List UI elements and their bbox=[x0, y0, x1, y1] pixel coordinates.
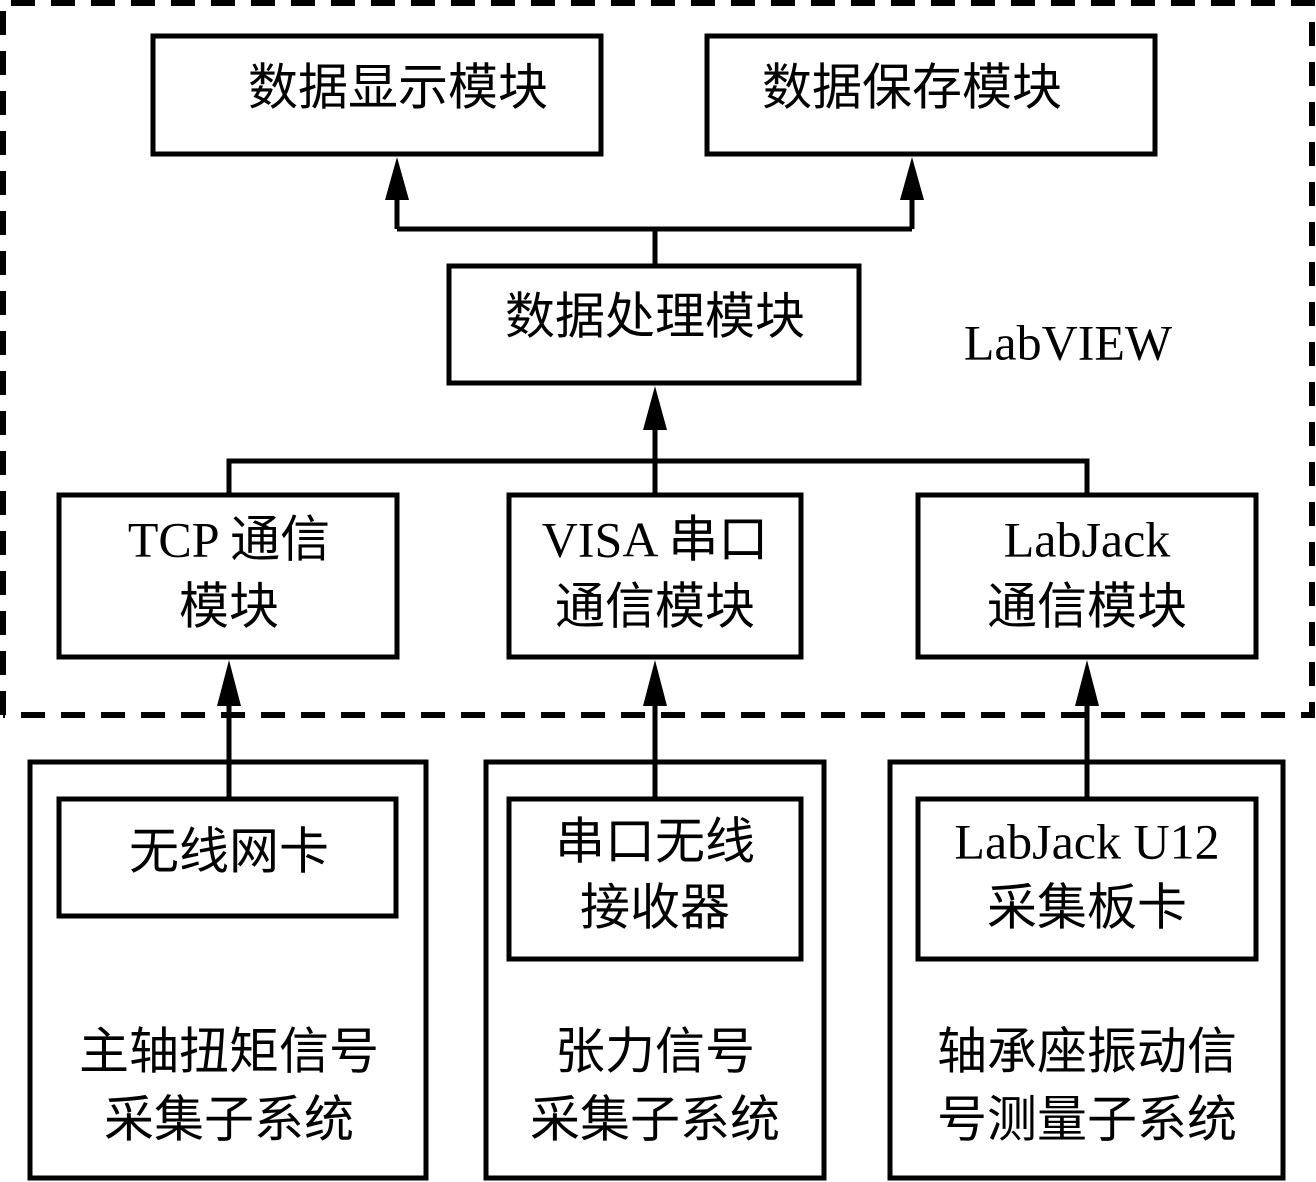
visa-module: VISA 串口 通信模块 bbox=[506, 492, 804, 660]
labjack-board-label-line1: LabJack U12 bbox=[954, 813, 1219, 869]
labjack-board: LabJack U12 采集板卡 bbox=[915, 796, 1259, 962]
processing-module-label: 数据处理模块 bbox=[505, 288, 805, 344]
tension-subsystem-label-line1: 张力信号 bbox=[555, 1023, 755, 1079]
labview-label: LabVIEW bbox=[964, 314, 1173, 370]
wifi-card-label: 无线网卡 bbox=[129, 823, 329, 879]
processing-module: 数据处理模块 bbox=[446, 263, 862, 386]
labjack-module-label-line1: LabJack bbox=[1004, 511, 1171, 567]
arrowhead-to-processing bbox=[643, 386, 667, 430]
visa-module-label-line2: 通信模块 bbox=[555, 578, 755, 634]
vibration-subsystem-label-line2: 号测量子系统 bbox=[937, 1091, 1237, 1147]
arrowhead-to-labjack-module bbox=[1075, 660, 1099, 706]
labjack-module-label-line2: 通信模块 bbox=[987, 578, 1187, 634]
save-module: 数据保存模块 bbox=[704, 33, 1158, 157]
display-module-label: 数据显示模块 bbox=[248, 59, 548, 115]
serial-receiver-label-line2: 接收器 bbox=[580, 879, 730, 935]
display-module: 数据显示模块 bbox=[150, 33, 604, 157]
arrowhead-to-save bbox=[900, 157, 924, 200]
arrowhead-to-tcp bbox=[217, 660, 241, 706]
arrowhead-to-display bbox=[385, 157, 409, 200]
arrowhead-to-visa bbox=[643, 660, 667, 706]
wifi-card: 无线网卡 bbox=[56, 796, 399, 919]
labjack-module: LabJack 通信模块 bbox=[915, 492, 1259, 660]
tension-subsystem-label-line2: 采集子系统 bbox=[530, 1091, 780, 1147]
tcp-module: TCP 通信 模块 bbox=[56, 492, 400, 660]
torque-subsystem-label-line1: 主轴扭矩信号 bbox=[79, 1023, 379, 1079]
torque-subsystem-label-line2: 采集子系统 bbox=[104, 1091, 354, 1147]
connector-comm-to-processing bbox=[226, 420, 1090, 495]
labview-boundary bbox=[0, 0, 1315, 718]
visa-module-label-line1: VISA 串口 bbox=[542, 511, 768, 567]
serial-receiver-label-line1: 串口无线 bbox=[555, 813, 755, 869]
connector-processing-to-outputs bbox=[394, 190, 915, 266]
vibration-subsystem-label-line1: 轴承座振动信 bbox=[937, 1023, 1237, 1079]
save-module-label: 数据保存模块 bbox=[762, 59, 1062, 115]
tcp-module-label-line1: TCP 通信 bbox=[128, 511, 330, 567]
labjack-board-label-line2: 采集板卡 bbox=[987, 879, 1187, 935]
tcp-module-label-line2: 模块 bbox=[179, 578, 279, 634]
serial-receiver: 串口无线 接收器 bbox=[506, 796, 804, 962]
